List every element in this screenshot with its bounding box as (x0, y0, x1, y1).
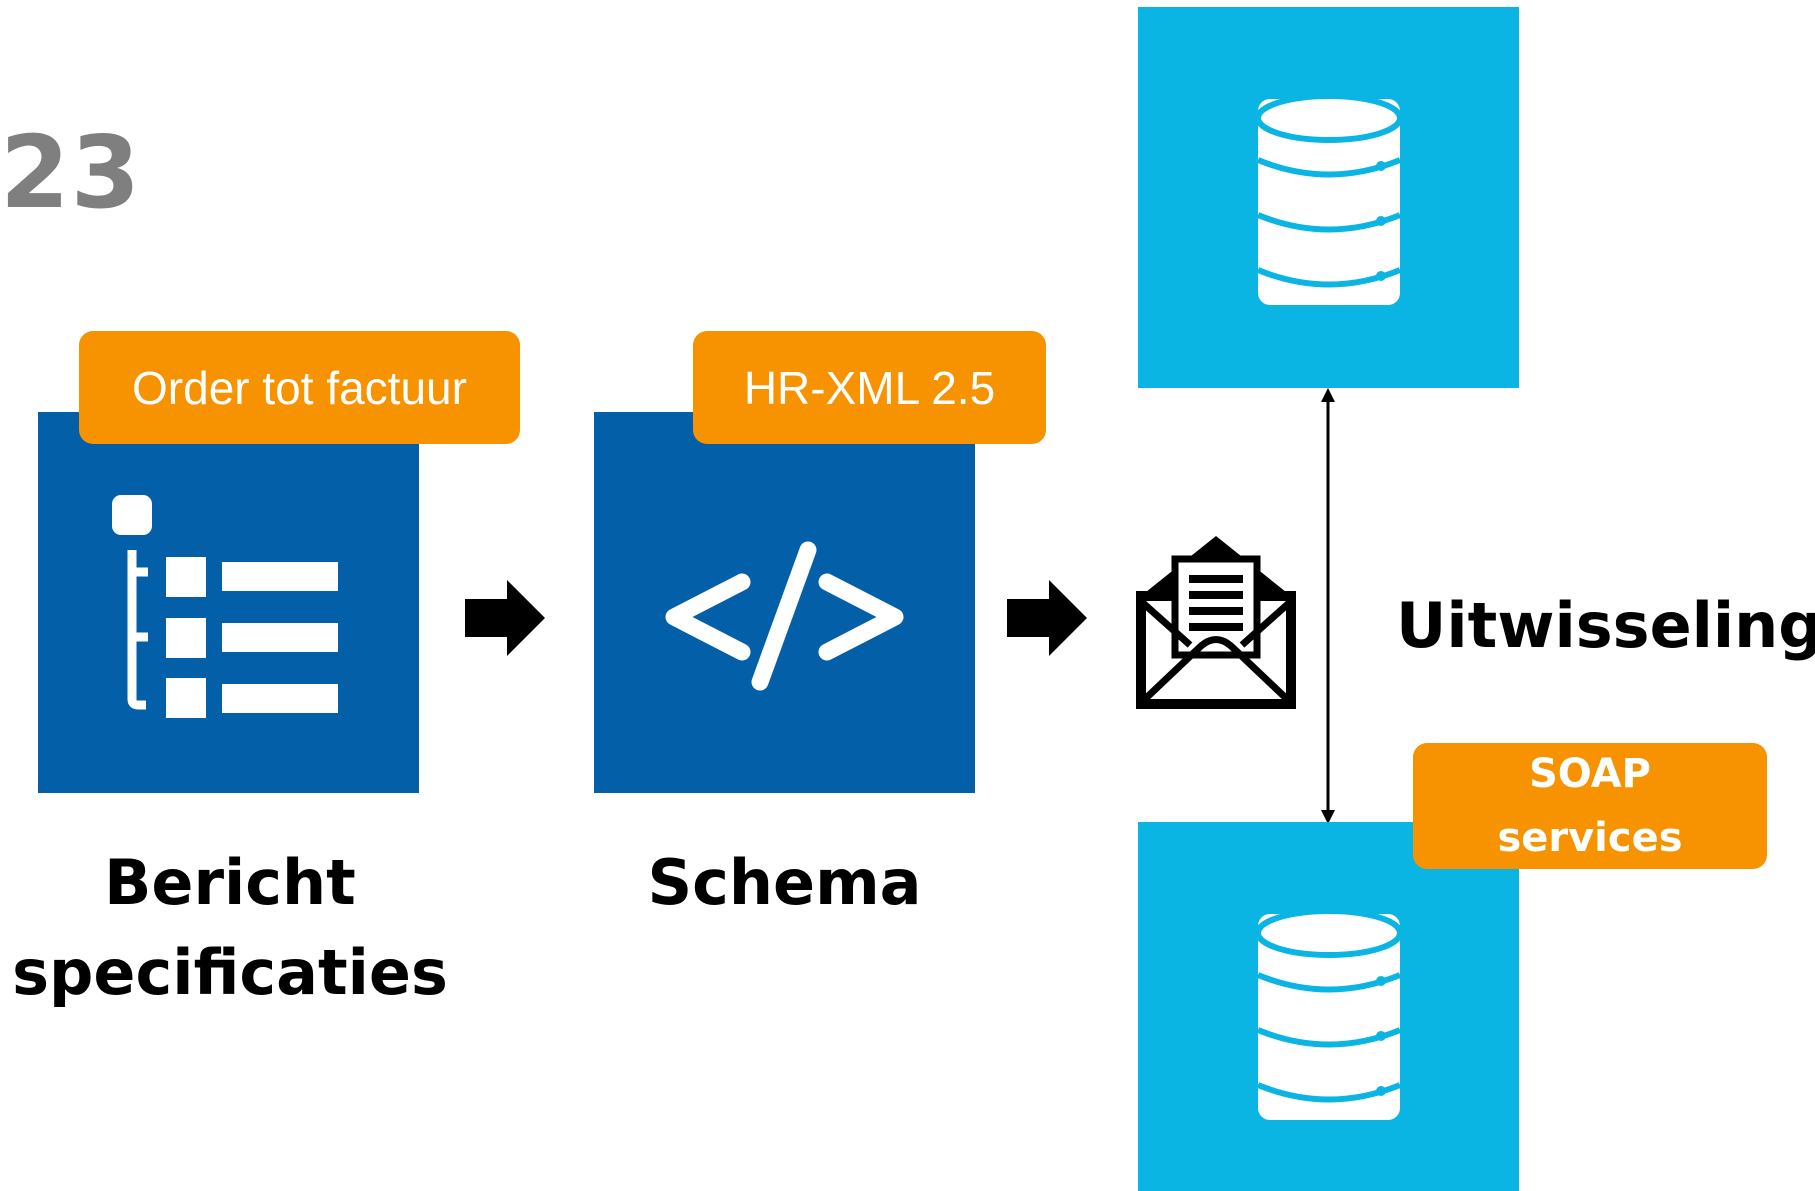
database-box-top (1138, 7, 1519, 388)
specifications-tag: Order tot factuur (79, 331, 520, 444)
arrow-right-icon (465, 580, 545, 656)
page-number: 23 (0, 114, 142, 231)
database-icon (1255, 908, 1403, 1120)
soap-tag-line1: SOAP (1528, 751, 1651, 797)
database-box-bottom (1138, 822, 1519, 1191)
schema-box (594, 412, 975, 793)
specifications-caption-line2: specificaties (12, 936, 448, 1009)
database-icon (1255, 93, 1403, 305)
schema-tag: HR-XML 2.5 (693, 331, 1046, 444)
code-icon (665, 541, 904, 691)
specifications-box (38, 412, 419, 793)
envelope-icon (1136, 536, 1296, 709)
soap-services-tag: SOAP services (1413, 743, 1767, 869)
list-hierarchy-icon (112, 495, 338, 718)
specifications-caption-line1: Bericht (104, 846, 356, 919)
soap-tag-line2: services (1497, 815, 1683, 861)
specifications-caption: Bericht specificaties (0, 838, 460, 1018)
exchange-label: Uitwisseling (1396, 589, 1815, 662)
schema-caption: Schema (647, 846, 922, 919)
arrow-right-icon (1007, 580, 1087, 656)
double-arrow-icon (1321, 388, 1335, 824)
